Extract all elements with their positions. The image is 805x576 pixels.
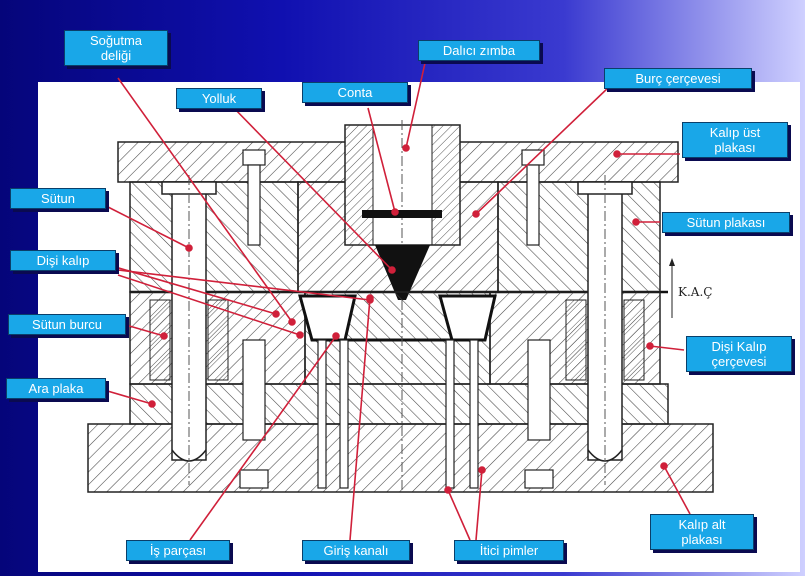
label-cooling-hole-line2: deliği	[100, 48, 132, 63]
label-workpiece: İş parçası	[126, 540, 230, 561]
label-cavity-frame-line2: çerçevesi	[711, 354, 767, 369]
label-column: Sütun	[10, 188, 106, 209]
label-gasket: Conta	[302, 82, 408, 103]
plunger	[344, 120, 461, 250]
label-plunger: Dalıcı zımba	[418, 40, 540, 61]
bottom-screws	[239, 339, 554, 489]
label-bottom-clamp-plate: Kalıp alt plakası	[650, 514, 754, 550]
top-screws	[242, 149, 545, 246]
label-cooling-hole: Soğutma deliği	[64, 30, 168, 66]
label-top-clamp-plate-line1: Kalıp üst	[709, 125, 761, 140]
label-bush-frame: Burç çerçevesi	[604, 68, 752, 89]
label-cavity-frame-line1: Dişi Kalıp	[711, 339, 767, 354]
sprue	[375, 245, 430, 300]
label-spacer-plate: Ara plaka	[6, 378, 106, 399]
guide-columns	[161, 175, 633, 485]
leader-lines	[103, 62, 691, 541]
column-bushings	[149, 299, 645, 381]
label-cavity: Dişi kalıp	[10, 250, 116, 271]
label-column-bushing: Sütun burcu	[8, 314, 126, 335]
spacer-plate	[129, 383, 669, 425]
gasket	[362, 210, 442, 218]
label-cooling-hole-line1: Soğutma	[89, 33, 143, 48]
label-column-plate: Sütun plakası	[662, 212, 790, 233]
label-cavity-frame: Dişi Kalıp çerçevesi	[686, 336, 792, 372]
label-bottom-clamp-plate-line2: plakası	[681, 532, 723, 547]
label-top-clamp-plate-line2: plakası	[714, 140, 756, 155]
label-inlet-channel: Giriş kanalı	[302, 540, 410, 561]
label-top-clamp-plate: Kalıp üst plakası	[682, 122, 788, 158]
cavities	[298, 294, 497, 342]
label-ejector-pins: İtici pimler	[454, 540, 564, 561]
label-bottom-clamp-plate-line1: Kalıp alt	[678, 517, 726, 532]
ejector-pins	[317, 300, 479, 492]
parting-marker-text: K.A.Ç	[678, 285, 713, 299]
parting-marker-arrow	[669, 258, 675, 318]
label-sprue: Yolluk	[176, 88, 262, 109]
